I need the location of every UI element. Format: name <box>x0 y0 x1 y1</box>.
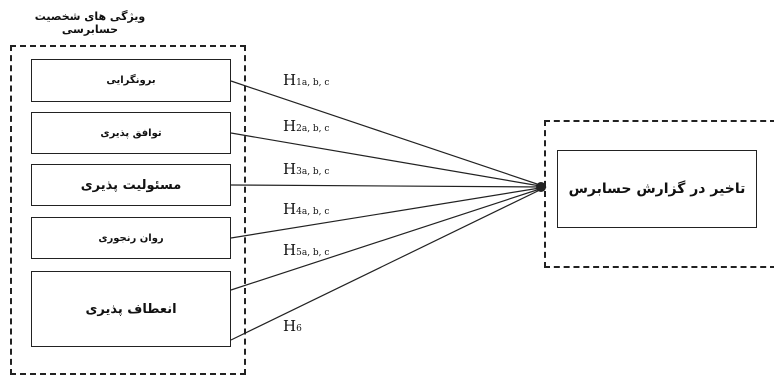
diagram-canvas: ویژگی های شخصیت حسابرسی برونگرایی توافق … <box>10 10 774 375</box>
arrow-h3 <box>230 184 547 188</box>
trait-label: برونگرایی <box>106 75 156 86</box>
trait-label: روان رنجوری <box>98 232 164 244</box>
trait-neuroticism: روان رنجوری <box>31 217 231 259</box>
dependent-variable-group <box>544 120 774 268</box>
hypothesis-h1: H1a, b, c <box>283 71 330 89</box>
hypothesis-h4: H4a, b, c <box>283 200 330 218</box>
arrow-h5 <box>230 186 547 291</box>
trait-conscientiousness: مسئولیت پذیری <box>31 164 231 206</box>
arrow-h6 <box>230 186 547 341</box>
arrowhead-junction <box>536 182 546 192</box>
audit-report-delay-box: تاخیر در گزارش حسابرس <box>557 150 757 228</box>
trait-extraversion: برونگرایی <box>31 59 231 102</box>
hypothesis-h2: H2a, b, c <box>283 117 330 135</box>
arrow-h1 <box>230 80 547 188</box>
hypothesis-h5: H5a, b, c <box>283 241 330 259</box>
group-title: ویژگی های شخصیت حسابرسی <box>34 10 146 36</box>
hypothesis-arrows <box>230 80 547 341</box>
hypothesis-h6: H6 <box>283 317 302 335</box>
arrow-h2 <box>230 132 547 188</box>
trait-label: مسئولیت پذیری <box>80 177 182 193</box>
trait-agreeableness: توافق پذیری <box>31 112 231 154</box>
trait-label: توافق پذیری <box>100 127 162 139</box>
trait-label: انعطاف پذیری <box>85 301 177 317</box>
hypothesis-h3: H3a, b, c <box>283 160 330 178</box>
arrow-h4 <box>230 186 547 239</box>
trait-flexibility: انعطاف پذیری <box>31 271 231 347</box>
target-label: تاخیر در گزارش حسابرس <box>568 181 746 197</box>
